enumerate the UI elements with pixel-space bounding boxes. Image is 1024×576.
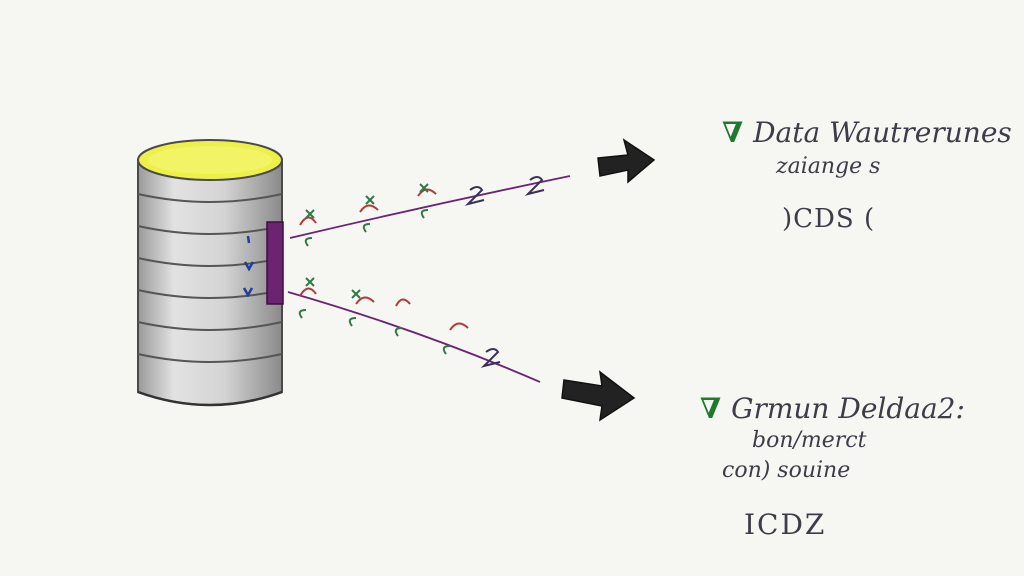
blue-markers	[242, 235, 255, 298]
top-target-title: ∇ Data Wautrerunes	[722, 116, 1012, 149]
database-cylinder-icon	[137, 139, 284, 407]
upper-stream	[289, 175, 571, 247]
bottom-target-subtitle-1: bon/merct	[752, 428, 867, 453]
bottom-target-title: ∇ Grmun Deldaa2:	[700, 392, 965, 425]
top-target-code: )CDS (	[782, 204, 876, 234]
bottom-target-code: ICDZ	[744, 508, 827, 541]
cylinder-rings	[137, 193, 283, 363]
check-icon: ∇	[700, 392, 722, 425]
bottom-title-text: Grmun Deldaa2:	[731, 392, 965, 425]
arrow-right-icon	[561, 370, 636, 422]
bottom-target-subtitle-2: con) souine	[722, 458, 851, 483]
top-title-text: Data Wautrerunes	[753, 116, 1012, 149]
connector-strip	[266, 221, 284, 305]
lower-stream	[287, 277, 541, 383]
check-icon: ∇	[722, 116, 744, 149]
top-target-subtitle: zaiange s	[776, 154, 881, 179]
arrow-right-icon	[597, 138, 656, 184]
